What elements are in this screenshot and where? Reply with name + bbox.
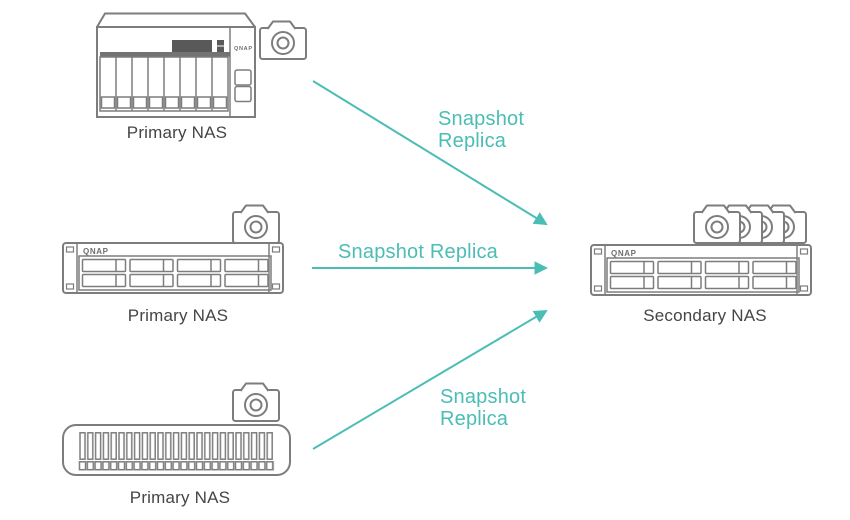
rack2u-drive-trays: [609, 260, 797, 290]
primary-nas-tower-illustration: QNAP: [96, 12, 256, 118]
tower-qnap-logo: QNAP: [234, 46, 252, 52]
tower-body: [96, 26, 256, 118]
camera-stack-icon: [693, 204, 807, 244]
camera-icon: [232, 382, 280, 422]
rack2u-bay-area: [78, 255, 272, 291]
rack1u-foot-row: [78, 461, 275, 471]
rack2u-drive-trays: [81, 258, 269, 288]
tower-lcd-screen: [172, 40, 212, 52]
tower-button: [217, 40, 224, 46]
tower-port: [234, 85, 252, 103]
replication-arrows: [312, 80, 549, 450]
tower-port: [234, 69, 252, 86]
snapshot-replica-label-bottom: Snapshot Replica: [440, 386, 527, 430]
rack2u-bay-area: [606, 257, 800, 293]
tower-bay-handles: [100, 96, 228, 109]
camera-icon: [232, 204, 280, 244]
snapshot-replica-arrow-top: [312, 80, 548, 226]
camera-icon: [259, 20, 307, 60]
primary-nas-rack1u-illustration: [62, 424, 291, 476]
snapshot-replica-label-top: Snapshot Replica: [438, 108, 525, 152]
secondary-nas-label: Secondary NAS: [643, 306, 767, 325]
rack1u-slot-row: [79, 432, 274, 460]
rack2u-qnap-logo: QNAP: [83, 247, 109, 256]
primary-nas-rack2u-illustration: QNAP: [62, 242, 284, 294]
primary-rack1u-label: Primary NAS: [129, 488, 231, 507]
rack2u-qnap-logo: QNAP: [611, 249, 637, 258]
snapshot-replica-arrow-bottom: [312, 309, 548, 450]
snapshot-replica-label-middle: Snapshot Replica: [338, 241, 498, 263]
tower-lid: [96, 12, 256, 28]
primary-tower-label: Primary NAS: [126, 123, 228, 142]
primary-rack2u-label: Primary NAS: [127, 306, 229, 325]
tower-button: [217, 46, 224, 52]
secondary-nas-rack2u-illustration: QNAP: [590, 244, 812, 296]
